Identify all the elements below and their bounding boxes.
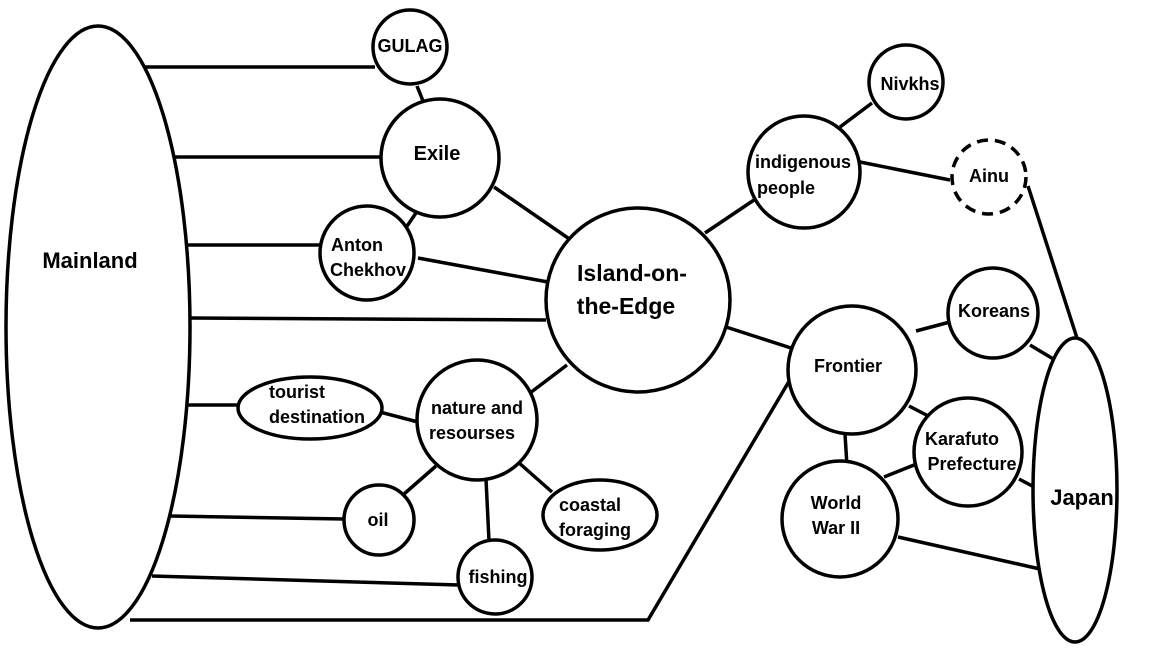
edge-ww2-karafuto <box>883 463 915 479</box>
node-island-on-the-edge: Island-on- the-Edge <box>544 206 732 394</box>
node-world-war-ii: World War II <box>780 459 900 579</box>
node-ainu: Ainu <box>950 138 1028 216</box>
node-label: Koreans <box>958 301 1030 321</box>
node-label: Ainu <box>969 166 1009 186</box>
node-label: fishing <box>469 567 528 587</box>
node-fishing: fishing <box>456 538 534 616</box>
node-label: Chekhov <box>330 260 406 280</box>
node-label: indigenous <box>755 152 851 172</box>
edge-ainu-japan <box>1026 185 1079 339</box>
edge-indigenous-nivkhs <box>838 101 874 129</box>
node-nature-and-resourses: nature and resourses <box>415 358 539 482</box>
node-label: GULAG <box>378 36 443 56</box>
edge-mainland-island <box>189 316 547 322</box>
node-label: Island-on- <box>577 260 687 286</box>
node-label: Frontier <box>814 356 882 376</box>
node-label: the-Edge <box>577 293 675 319</box>
node-label: Prefecture <box>927 454 1016 474</box>
node-label: people <box>757 178 815 198</box>
node-label: destination <box>269 407 365 427</box>
edge-island-frontier <box>725 325 792 350</box>
edge-frontier-koreans <box>915 320 951 333</box>
node-japan: Japan <box>1031 336 1119 644</box>
node-label: Nivkhs <box>880 74 939 94</box>
edge-ww2-japan <box>897 535 1041 571</box>
node-tourist-destination: tourist destination <box>236 375 384 441</box>
edge-island-indigenous <box>704 196 758 235</box>
node-koreans: Koreans <box>946 266 1040 360</box>
node-label: Exile <box>414 143 461 165</box>
edge-island-nature <box>528 363 569 395</box>
node-label: tourist <box>269 382 325 402</box>
node-nivkhs: Nivkhs <box>867 43 945 121</box>
node-label: World <box>811 493 862 513</box>
edge-nature-coastal <box>516 460 554 494</box>
node-label: nature and <box>431 398 523 418</box>
node-label: Anton <box>331 235 383 255</box>
node-mainland: Mainland <box>4 24 192 630</box>
node-gulag: GULAG <box>371 8 449 86</box>
node-exile: Exile <box>379 97 501 219</box>
node-label: Mainland <box>42 248 137 273</box>
node-label: resourses <box>429 423 515 443</box>
node-oil: oil <box>342 483 416 557</box>
edge-mainland-oil <box>169 514 345 521</box>
node-karafuto-prefecture: Karafuto Prefecture <box>912 396 1024 508</box>
node-label: foraging <box>559 520 631 540</box>
edge-exile-island <box>493 185 569 240</box>
node-label: Japan <box>1050 485 1114 510</box>
node-frontier: Frontier <box>786 304 918 436</box>
node-label: War II <box>812 518 860 538</box>
node-label: coastal <box>559 495 621 515</box>
edge-tourist-nature <box>379 410 419 424</box>
edge-mainland-frontier <box>130 377 793 622</box>
edge-chekhov-island <box>417 256 549 284</box>
node-indigenous-people: indigenous people <box>746 114 862 230</box>
edge-nature-oil <box>402 464 438 496</box>
node-label: oil <box>368 510 389 530</box>
edge-indigenous-ainu <box>859 160 951 182</box>
edge-nature-fishing <box>484 478 491 542</box>
edge-koreans-japan <box>1029 343 1056 362</box>
node-anton-chekhov: Anton Chekhov <box>318 204 416 302</box>
edge-mainland-fishing <box>151 574 460 587</box>
node-label: Karafuto <box>925 429 999 449</box>
node-coastal-foraging: coastal foraging <box>541 478 659 552</box>
